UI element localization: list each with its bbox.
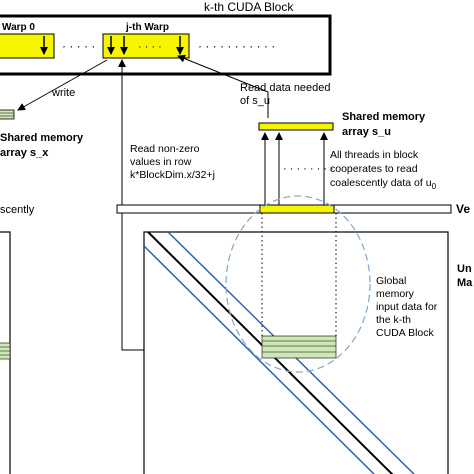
read-needed-line1: Read data needed [240, 82, 331, 94]
shared-su-box [258, 122, 334, 131]
shared-su-line2: array s_u [342, 126, 391, 138]
read-nonzero-line2: values in row [130, 156, 192, 168]
coop-line3: coalescently data of u0 [330, 177, 437, 191]
left-cut-text: scently [0, 204, 35, 216]
right-cut-line1: Un [457, 263, 472, 275]
vector-segment [259, 204, 335, 214]
read-nonzero-line3: k*BlockDim.x/32+j [130, 169, 215, 181]
read-nonzero-line1: Read non-zero [130, 143, 200, 155]
warp-dots-right: · · · · · · · · · · · [198, 39, 275, 53]
read-needed-line2: of s_u [240, 95, 270, 107]
shared-sx-line2: array s_x [0, 147, 49, 159]
global-line4: the k-th [376, 314, 411, 326]
right-cut-line2: Ma [457, 277, 473, 289]
block-title: k-th CUDA Block [204, 0, 294, 14]
warp-dots-left: · · · · · [62, 39, 95, 53]
warpj-dots: · · · · [138, 41, 162, 53]
shared-su-line1: Shared memory [342, 111, 426, 123]
shared-sx-line1: Shared memory [0, 132, 84, 144]
warpj-label: j-th Warp [125, 22, 169, 33]
global-memory-ellipse [225, 195, 371, 373]
global-line1: Global [376, 275, 406, 287]
warp0-box [0, 33, 55, 59]
coop-line2: cooperates to read [330, 163, 418, 175]
warp0-label: Warp 0 [2, 22, 35, 33]
cuda-block-box [0, 14, 332, 76]
coop-line1: All threads in block [330, 149, 419, 161]
write-label: write [51, 87, 75, 99]
vector-label-cut: Ve [456, 202, 470, 216]
global-line2: memory [376, 288, 415, 300]
band-lower-line [143, 245, 376, 474]
global-line3: input data for [376, 301, 438, 313]
matrix-green-rows [261, 335, 337, 359]
shared-sx-box [0, 109, 15, 120]
write-arrow [17, 59, 108, 111]
global-line5: CUDA Block [376, 327, 435, 339]
coop-dots: · · · · · · · · [283, 163, 334, 175]
read-su-arrow [177, 54, 269, 118]
warpj-box [102, 33, 190, 59]
